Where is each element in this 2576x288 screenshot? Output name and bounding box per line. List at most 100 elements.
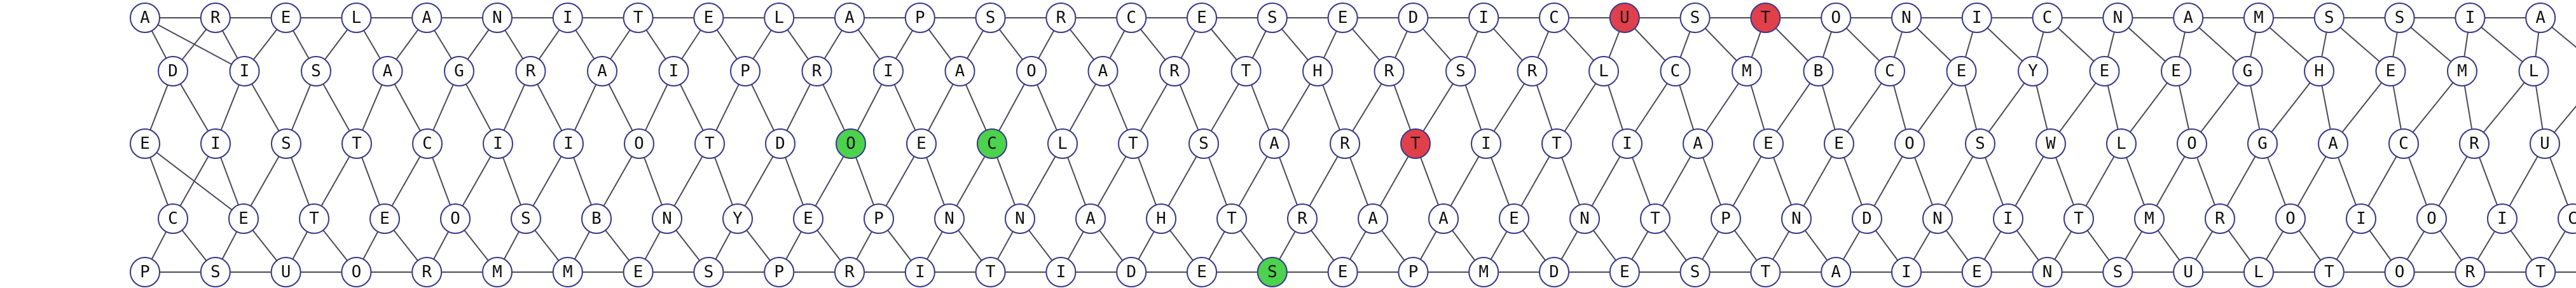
letter-node[interactable]: L [1047,128,1078,159]
letter-node[interactable]: A [1428,203,1459,234]
letter-node[interactable]: E [369,203,400,234]
letter-node[interactable]: D [1116,257,1147,287]
letter-node[interactable]: E [1946,56,1977,86]
letter-node[interactable]: E [1187,3,1217,33]
letter-node[interactable]: E [1499,203,1529,234]
letter-node[interactable]: P [764,257,795,287]
letter-node[interactable]: L [2243,257,2274,287]
letter-node[interactable]: M [552,257,583,287]
letter-node[interactable]: H [1302,56,1333,86]
letter-node[interactable]: O [2275,203,2306,234]
letter-node[interactable]: M [2243,3,2274,33]
letter-node[interactable]: G [444,56,474,86]
letter-node[interactable]: P [1711,203,1741,234]
letter-node[interactable]: T [2525,257,2556,287]
letter-node[interactable]: C [2558,203,2576,234]
letter-node[interactable]: T [1118,128,1148,159]
letter-node[interactable]: O [624,128,654,159]
letter-node[interactable]: E [623,257,654,287]
letter-node[interactable]: C [2032,3,2063,33]
letter-node[interactable]: T [2063,203,2094,234]
letter-node[interactable]: I [483,128,513,159]
letter-node[interactable]: S [2102,257,2133,287]
letter-node[interactable]: S [1965,128,1995,159]
letter-node[interactable]: P [1398,257,1429,287]
letter-node[interactable]: A [372,56,403,86]
letter-node[interactable]: A [2318,128,2348,159]
letter-node[interactable]: S [1257,3,1288,33]
letter-node[interactable]: B [1803,56,1834,86]
letter-node[interactable]: I [1612,128,1643,159]
letter-node[interactable]: I [552,3,583,33]
letter-node[interactable]: T [694,128,725,159]
letter-node-green[interactable]: C [977,128,1007,159]
letter-node[interactable]: A [587,56,617,86]
letter-node[interactable]: E [693,3,724,33]
letter-node[interactable]: C [2388,128,2419,159]
letter-node[interactable]: G [2247,128,2278,159]
letter-node[interactable]: M [2447,56,2477,86]
letter-node[interactable]: I [1891,257,1922,287]
letter-node[interactable]: T [341,128,372,159]
letter-node[interactable]: G [2232,56,2263,86]
letter-node[interactable]: E [906,128,937,159]
letter-node[interactable]: M [1732,56,1762,86]
letter-node[interactable]: O [341,257,372,287]
letter-node[interactable]: I [1961,3,1992,33]
letter-node[interactable]: I [1468,3,1499,33]
letter-node[interactable]: A [944,56,975,86]
letter-node[interactable]: P [130,257,160,287]
letter-node[interactable]: E [2375,56,2406,86]
letter-node[interactable]: A [1087,56,1119,86]
letter-node[interactable]: A [1259,128,1290,159]
letter-node[interactable]: R [515,56,546,86]
letter-node[interactable]: E [793,203,823,234]
letter-node[interactable]: E [130,128,160,159]
letter-node[interactable]: N [1891,3,1922,33]
letter-node[interactable]: M [1468,257,1499,287]
letter-node[interactable]: S [2313,3,2345,33]
letter-node[interactable]: R [834,257,865,287]
letter-node[interactable]: N [1569,203,1600,234]
letter-node[interactable]: T [1640,203,1670,234]
letter-node[interactable]: R [200,3,231,33]
letter-node[interactable]: T [1541,128,1572,159]
letter-node[interactable]: E [270,3,301,33]
letter-node[interactable]: I [2346,203,2376,234]
letter-node[interactable]: U [2530,128,2560,159]
letter-node[interactable]: R [2205,203,2235,234]
letter-node[interactable]: S [1445,56,1476,86]
letter-node[interactable]: D [1398,3,1429,33]
letter-node[interactable]: N [2102,3,2133,33]
letter-node[interactable]: A [1821,257,1852,287]
letter-node[interactable]: T [975,257,1006,287]
letter-node[interactable]: S [301,56,331,86]
letter-node[interactable]: A [834,3,865,33]
letter-node-red[interactable]: T [1750,3,1781,33]
letter-node[interactable]: U [2173,257,2204,287]
letter-node[interactable]: O [2384,257,2415,287]
letter-node[interactable]: E [1609,257,1640,287]
letter-node[interactable]: O [1016,56,1047,86]
letter-node[interactable]: P [730,56,761,86]
letter-node[interactable]: T [1216,203,1247,234]
letter-node[interactable]: H [2304,56,2334,86]
letter-node[interactable]: S [200,257,231,287]
letter-node[interactable]: N [2032,257,2063,287]
letter-node[interactable]: R [1159,56,1190,86]
letter-node[interactable]: R [411,257,443,287]
letter-node[interactable]: I [2455,3,2486,33]
letter-node[interactable]: R [1287,203,1318,234]
letter-node[interactable]: A [130,3,160,33]
letter-node[interactable]: D [765,128,796,159]
letter-node[interactable]: C [1875,56,1905,86]
letter-node[interactable]: C [1539,3,1569,33]
letter-node[interactable]: L [1588,56,1619,86]
letter-node[interactable]: T [2313,257,2345,287]
letter-node[interactable]: S [1188,128,1219,159]
letter-node[interactable]: A [2525,3,2556,33]
letter-node[interactable]: A [2173,3,2204,33]
letter-node[interactable]: R [2459,128,2490,159]
letter-node[interactable]: S [511,203,541,234]
letter-node[interactable]: O [2177,128,2207,159]
